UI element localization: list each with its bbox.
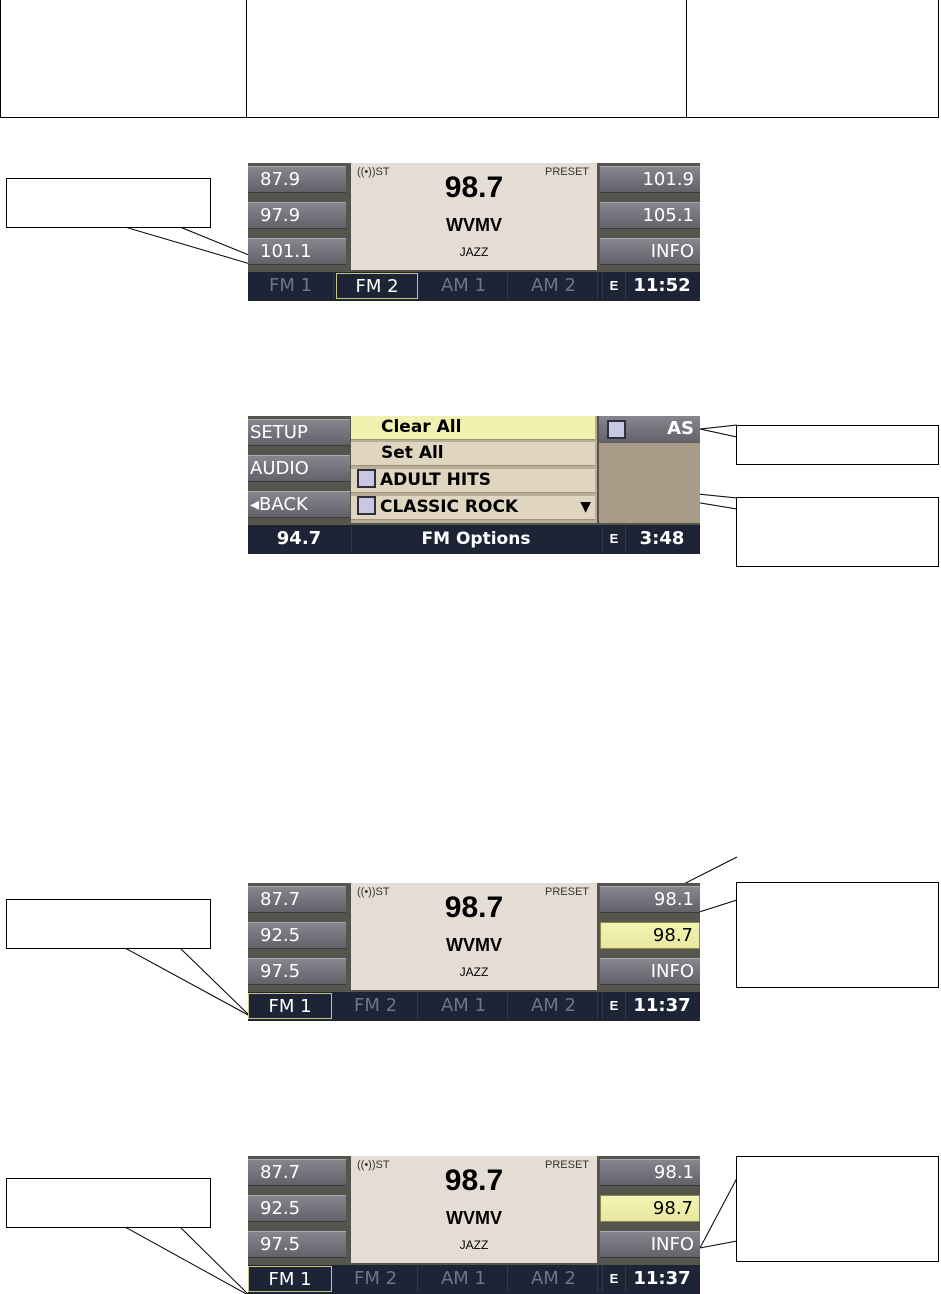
- preset-button-3[interactable]: 101.1: [248, 238, 346, 265]
- menu-title: FM Options: [351, 526, 600, 552]
- band-tab-am1[interactable]: AM 1: [420, 273, 508, 299]
- stereo-indicator: ((•))ST: [357, 1159, 390, 1171]
- setup-button[interactable]: SETUP: [248, 419, 350, 446]
- current-frequency: 98.7: [444, 171, 504, 204]
- preset-button-1[interactable]: 87.7: [248, 1159, 346, 1186]
- band-tab-fm2[interactable]: FM 2: [336, 273, 418, 299]
- radio-screen-fm1: 87.7 92.5 97.5 ((•))ST PRESET 98.7 WVMV …: [248, 883, 700, 1021]
- preset-button-1[interactable]: 87.9: [248, 166, 346, 193]
- band-tab-fm2[interactable]: FM 2: [334, 993, 418, 1019]
- callout-box-6: [6, 1178, 211, 1228]
- preset-button-3[interactable]: 97.5: [248, 1231, 346, 1258]
- now-playing-panel: ((•))ST PRESET 98.7 WVMV JAZZ: [351, 1156, 597, 1263]
- band-bar: FM 1 FM 2 AM 1 AM 2 E 11:37: [248, 1265, 700, 1294]
- radio-screen-fm1-info: 87.7 92.5 97.5 ((•))ST PRESET 98.7 WVMV …: [248, 1156, 700, 1294]
- callout-box-7: [736, 1156, 939, 1262]
- clock: 11:37: [633, 1268, 691, 1289]
- preset-label: PRESET: [544, 1159, 589, 1171]
- genre-label: ADULT HITS: [380, 470, 491, 490]
- info-button[interactable]: INFO: [600, 238, 700, 265]
- station-genre: JAZZ: [459, 245, 489, 259]
- preset-button-5-selected[interactable]: 98.7: [600, 922, 700, 949]
- preset-button-4[interactable]: 98.1: [600, 1159, 700, 1186]
- band-tab-am2[interactable]: AM 2: [510, 1266, 598, 1292]
- options-menu: Clear All Set All ADULT HITS CLASSIC ROC…: [351, 416, 597, 523]
- station-name: WVMV: [446, 215, 502, 235]
- preset-button-5-selected[interactable]: 98.7: [600, 1195, 700, 1222]
- current-frequency: 98.7: [444, 891, 504, 924]
- current-frequency: 98.7: [444, 1164, 504, 1197]
- header-cell-2: [247, 0, 687, 117]
- set-all-option[interactable]: Set All: [351, 442, 595, 466]
- radio-screen-fm-options: SETUP AUDIO ◂BACK Clear All Set All ADUL…: [248, 416, 700, 554]
- checkbox-icon[interactable]: [357, 469, 376, 488]
- preset-button-1[interactable]: 87.7: [248, 886, 346, 913]
- clock: 11:37: [633, 995, 691, 1016]
- now-playing-panel: ((•))ST PRESET 98.7 WVMV JAZZ: [351, 883, 597, 990]
- now-playing-panel: ((•))ST PRESET 98.7 WVMV JAZZ: [351, 163, 597, 270]
- e-indicator: E: [602, 993, 626, 1019]
- callout-box-5: [736, 882, 939, 988]
- preset-button-3[interactable]: 97.5: [248, 958, 346, 985]
- callout-box-3: [736, 497, 939, 567]
- band-tab-am2[interactable]: AM 2: [510, 993, 598, 1019]
- options-status-bar: 94.7 FM Options E 3:48: [248, 525, 700, 554]
- station-genre: JAZZ: [459, 965, 489, 979]
- callout-box-1: [6, 178, 211, 228]
- checkbox-icon[interactable]: [357, 496, 376, 515]
- info-button[interactable]: INFO: [600, 1231, 700, 1258]
- preset-button-4[interactable]: 98.1: [600, 886, 700, 913]
- header-table: [0, 0, 939, 118]
- audio-button[interactable]: AUDIO: [248, 455, 350, 482]
- station-name: WVMV: [446, 1208, 502, 1228]
- clock: 11:52: [633, 275, 691, 296]
- band-bar: FM 1 FM 2 AM 1 AM 2 E 11:37: [248, 992, 700, 1021]
- callout-box-2: [736, 425, 939, 465]
- band-tab-fm1[interactable]: FM 1: [248, 993, 332, 1019]
- e-indicator: E: [602, 526, 626, 552]
- band-tab-am1[interactable]: AM 1: [420, 993, 508, 1019]
- preset-button-4[interactable]: 101.9: [600, 166, 700, 193]
- stereo-indicator: ((•))ST: [357, 166, 390, 178]
- autostore-button[interactable]: AS: [599, 416, 700, 443]
- stereo-indicator: ((•))ST: [357, 886, 390, 898]
- band-tab-fm1[interactable]: FM 1: [248, 1266, 332, 1292]
- radio-screen-fm2: 87.9 97.9 101.1 ((•))ST PRESET 98.7 WVMV…: [248, 163, 700, 301]
- station-name: WVMV: [446, 935, 502, 955]
- clock: 3:48: [639, 528, 685, 549]
- callout-box-4: [6, 899, 211, 949]
- band-tab-fm2[interactable]: FM 2: [334, 1266, 418, 1292]
- info-button[interactable]: INFO: [600, 958, 700, 985]
- preset-label: PRESET: [544, 166, 589, 178]
- current-frequency: 94.7: [276, 528, 322, 549]
- e-indicator: E: [602, 273, 626, 299]
- right-panel: AS: [599, 416, 700, 523]
- set-all-label: Set All: [381, 443, 444, 463]
- back-button[interactable]: ◂BACK: [248, 491, 350, 518]
- scroll-down-icon[interactable]: ▼: [580, 499, 591, 515]
- preset-button-2[interactable]: 92.5: [248, 922, 346, 949]
- autostore-label: AS: [667, 418, 694, 439]
- genre-label: CLASSIC ROCK: [380, 497, 519, 517]
- station-genre: JAZZ: [459, 1238, 489, 1252]
- band-tab-am2[interactable]: AM 2: [510, 273, 598, 299]
- preset-button-2[interactable]: 92.5: [248, 1195, 346, 1222]
- clear-all-option[interactable]: Clear All: [351, 416, 595, 440]
- genre-option-adult-hits[interactable]: ADULT HITS: [351, 469, 595, 493]
- e-indicator: E: [602, 1266, 626, 1292]
- genre-option-classic-rock[interactable]: CLASSIC ROCK ▼: [351, 496, 595, 520]
- preset-button-5[interactable]: 105.1: [600, 202, 700, 229]
- clear-all-label: Clear All: [381, 417, 462, 437]
- header-cell-1: [1, 0, 247, 117]
- preset-label: PRESET: [544, 886, 589, 898]
- header-cell-3: [687, 0, 938, 117]
- preset-button-2[interactable]: 97.9: [248, 202, 346, 229]
- band-tab-am1[interactable]: AM 1: [420, 1266, 508, 1292]
- band-tab-fm1[interactable]: FM 1: [248, 273, 334, 299]
- checkbox-icon[interactable]: [607, 420, 626, 439]
- band-bar: FM 1 FM 2 AM 1 AM 2 E 11:52: [248, 272, 700, 301]
